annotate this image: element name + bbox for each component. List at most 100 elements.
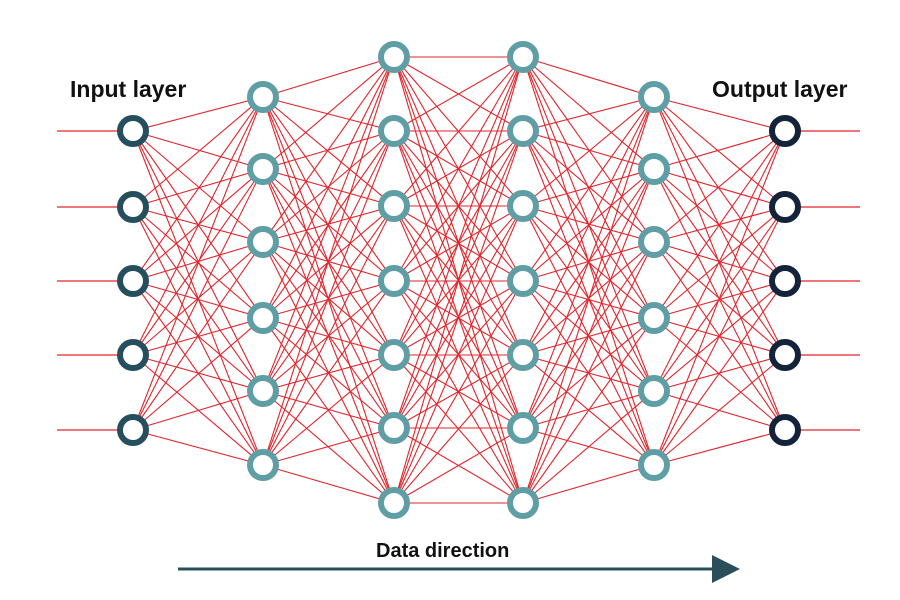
hidden-node — [638, 81, 670, 113]
hidden-node — [247, 449, 279, 481]
input-node — [117, 115, 149, 147]
data-direction-label: Data direction — [376, 540, 510, 562]
connection-line — [262, 130, 395, 466]
hidden-node — [378, 412, 410, 444]
hidden-node — [638, 302, 670, 334]
hidden-node — [247, 226, 279, 258]
nodes-group — [117, 41, 801, 519]
connection-line — [522, 168, 655, 207]
hidden-node — [378, 41, 410, 73]
output-node — [769, 115, 801, 147]
input-layer-label: Input layer — [70, 76, 187, 102]
hidden-node — [507, 190, 539, 222]
connection-line — [132, 168, 264, 208]
connection-line — [653, 96, 786, 282]
connection-line — [262, 56, 395, 170]
connection-line — [653, 130, 786, 243]
connection-line — [522, 96, 655, 282]
connections-group — [132, 56, 786, 504]
connection-line — [653, 96, 786, 132]
hidden-node — [638, 226, 670, 258]
connection-line — [522, 464, 655, 504]
connection-line — [132, 96, 264, 356]
connection-line — [522, 96, 655, 132]
hidden-node — [638, 449, 670, 481]
connection-line — [393, 205, 524, 504]
connection-line — [262, 56, 395, 392]
connection-line — [132, 429, 264, 466]
connection-line — [653, 130, 786, 466]
hidden-node — [507, 115, 539, 147]
connection-line — [653, 317, 786, 431]
connection-line — [393, 56, 524, 429]
connection-line — [653, 168, 786, 208]
connection-line — [132, 317, 264, 431]
hidden-node — [507, 41, 539, 73]
hidden-node — [378, 339, 410, 371]
output-node — [769, 265, 801, 297]
connection-line — [522, 96, 655, 356]
connection-line — [262, 280, 395, 466]
connection-line — [262, 205, 395, 466]
hidden-node — [507, 412, 539, 444]
hidden-node — [247, 81, 279, 113]
connection-line — [132, 130, 264, 243]
hidden-node — [507, 265, 539, 297]
input-node — [117, 191, 149, 223]
connection-line — [393, 280, 524, 504]
connection-line — [132, 96, 264, 208]
output-layer-label: Output layer — [712, 76, 848, 102]
connection-line — [393, 56, 524, 282]
connection-line — [262, 464, 395, 504]
output-node — [769, 339, 801, 371]
hidden-node — [507, 487, 539, 519]
hidden-node — [378, 487, 410, 519]
connection-line — [522, 205, 655, 243]
connection-line — [132, 96, 264, 132]
hidden-node — [247, 302, 279, 334]
connection-line — [522, 96, 655, 429]
connection-line — [522, 96, 655, 504]
connection-line — [653, 130, 786, 319]
connection-line — [393, 427, 524, 504]
connection-line — [653, 130, 786, 170]
connection-line — [653, 206, 786, 466]
connection-line — [393, 56, 524, 356]
hidden-node — [507, 339, 539, 371]
hidden-node — [378, 115, 410, 147]
output-node — [769, 191, 801, 223]
connection-line — [653, 130, 786, 392]
connection-line — [522, 56, 655, 98]
connection-line — [522, 168, 655, 504]
connection-line — [132, 96, 264, 431]
connection-line — [132, 354, 264, 392]
data-direction-arrow — [178, 555, 740, 583]
connection-line — [653, 96, 786, 431]
connection-line — [522, 130, 655, 170]
connection-line — [522, 56, 655, 170]
connection-line — [653, 280, 786, 466]
connection-line — [262, 56, 395, 243]
connection-line — [132, 96, 264, 282]
output-node — [769, 414, 801, 446]
connection-line — [522, 390, 655, 504]
connection-line — [393, 354, 524, 504]
hidden-node — [638, 375, 670, 407]
connection-line — [653, 96, 786, 208]
connection-line — [262, 56, 395, 98]
connection-line — [522, 390, 655, 429]
input-node — [117, 414, 149, 446]
hidden-node — [378, 265, 410, 297]
connection-line — [522, 317, 655, 504]
connection-line — [132, 390, 264, 431]
hidden-node — [247, 153, 279, 185]
connection-line — [393, 56, 524, 207]
connection-line — [132, 168, 264, 431]
connection-line — [393, 56, 524, 504]
connection-line — [132, 130, 264, 170]
connection-line — [653, 354, 786, 466]
connection-line — [262, 427, 395, 466]
input-node — [117, 265, 149, 297]
connection-line — [262, 56, 395, 319]
